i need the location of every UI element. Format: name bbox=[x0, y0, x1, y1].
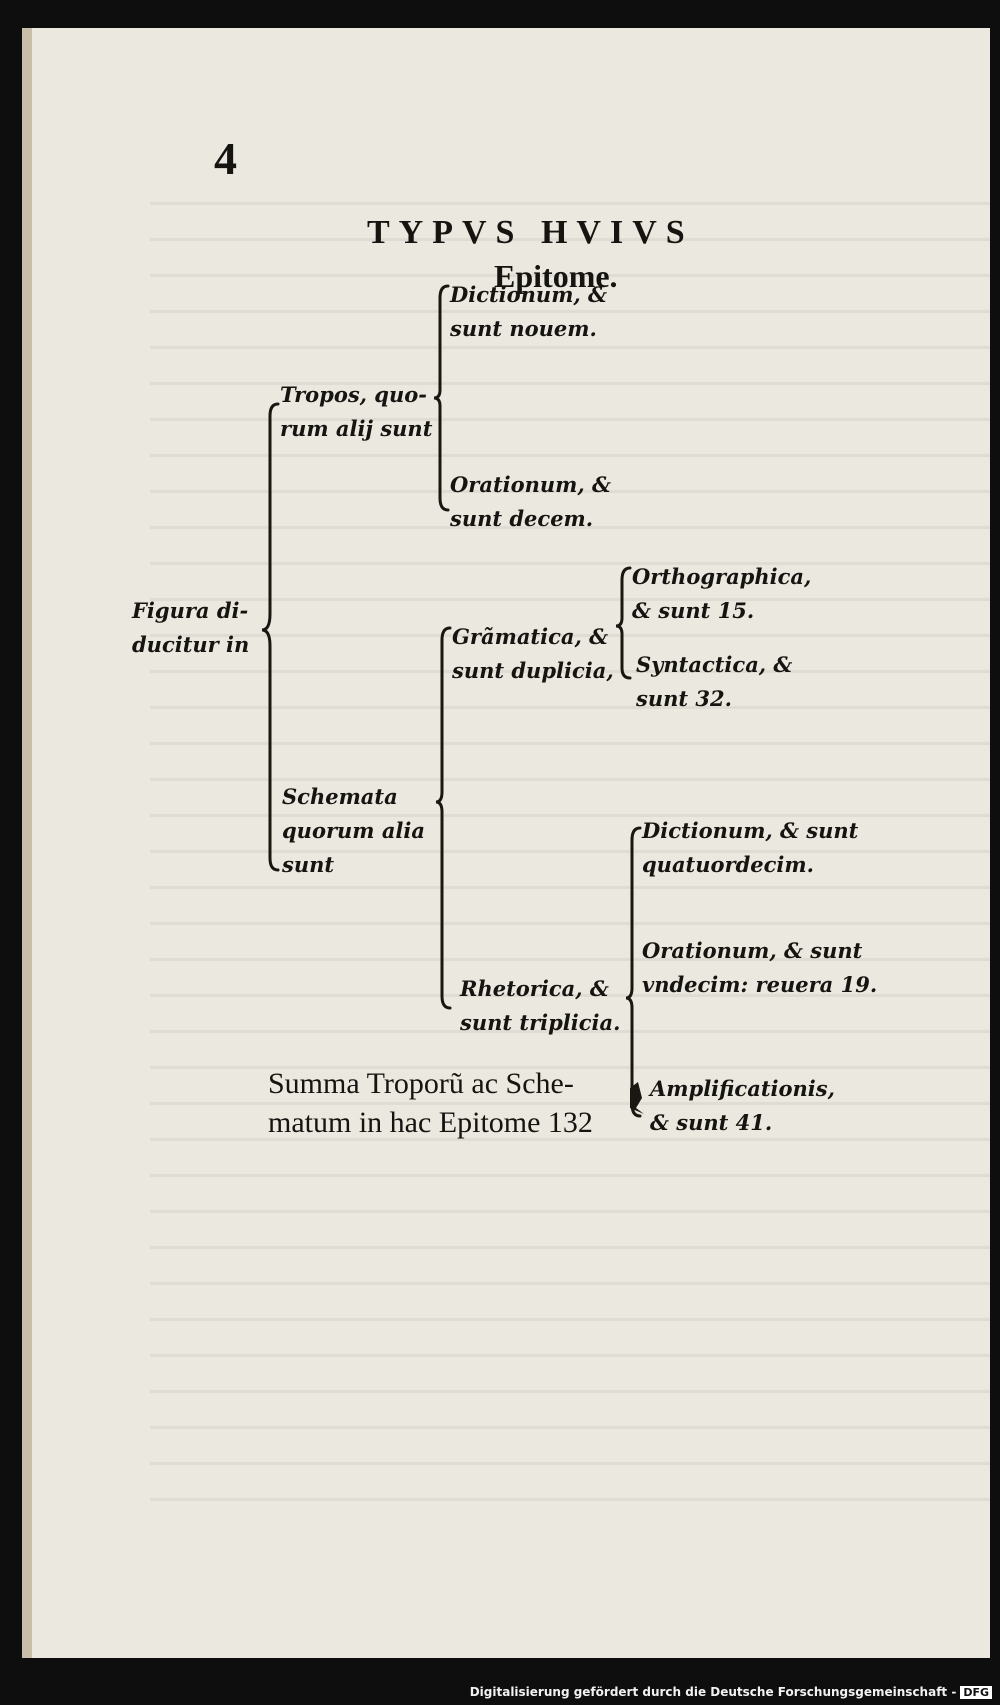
summa-total: Summa Troporũ ac Sche-matum in hac Epito… bbox=[268, 1067, 593, 1139]
node-tropos-orationum: Orationum, &sunt decem. bbox=[450, 472, 611, 531]
bleed-through-text bbox=[150, 178, 990, 1528]
summa-pointer bbox=[630, 1082, 644, 1114]
brace-schemata bbox=[435, 626, 452, 1010]
brace-root bbox=[261, 402, 280, 872]
brace-rhetorica bbox=[625, 826, 642, 1118]
page-number: 4 bbox=[214, 133, 237, 184]
brace-gramatica bbox=[615, 566, 632, 680]
node-root: Figura di-ducitur in bbox=[132, 598, 250, 657]
node-gramatica: Grãmatica, &sunt duplicia, bbox=[452, 624, 614, 683]
node-rhetorica: Rhetorica, &sunt triplicia. bbox=[460, 976, 621, 1035]
node-amplificationis: Amplificationis,& sunt 41. bbox=[650, 1076, 835, 1135]
digitization-credit: Digitalisierung gefördert durch die Deut… bbox=[470, 1685, 992, 1699]
brace-tropos bbox=[433, 284, 450, 512]
credit-text: Digitalisierung gefördert durch die Deut… bbox=[469, 1685, 957, 1699]
dfg-logo: DFG bbox=[960, 1686, 992, 1699]
book-page: 4 TYPVS HVIVS Epitome. Figura di-ducitur… bbox=[22, 28, 990, 1658]
page-subheading: Epitome. bbox=[494, 258, 618, 294]
node-syntactica: Syntactica, &sunt 32. bbox=[636, 652, 793, 711]
page-heading: TYPVS HVIVS bbox=[367, 214, 694, 251]
node-tropos: Tropos, quo-rum alij sunt bbox=[280, 382, 433, 441]
node-orthographica: Orthographica,& sunt 15. bbox=[632, 564, 812, 623]
node-tropos-dictionum: Dictionum, &sunt nouem. bbox=[450, 282, 607, 341]
